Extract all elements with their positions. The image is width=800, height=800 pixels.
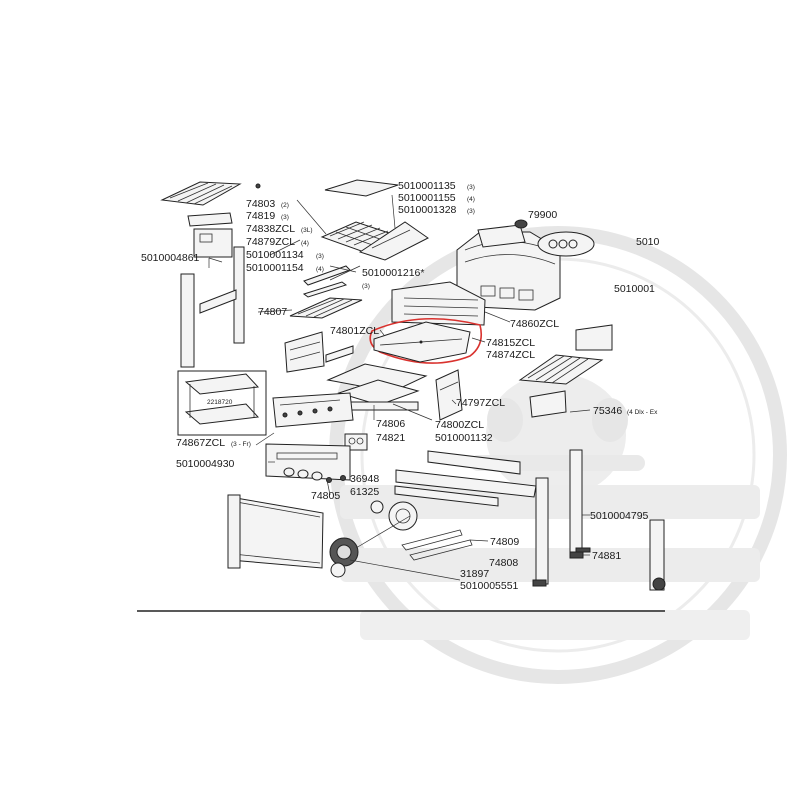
label-5010004930: 5010004930 (176, 458, 235, 470)
label-5010001328: 5010001328 (398, 204, 457, 216)
label-5010001216: 5010001216* (362, 267, 424, 279)
label-74815ZCL: 74815ZCL (486, 337, 535, 349)
qty-75346: (4 Dlx - Ex (627, 409, 658, 416)
label-74808: 74808 (489, 557, 518, 569)
label-31897: 31897 (460, 568, 489, 580)
label-5010001134: 5010001134 (246, 249, 304, 261)
label-5010-cut: 5010 (636, 236, 660, 248)
label-75346: 75346 (593, 405, 622, 417)
label-74867ZCL: 74867ZCL (176, 437, 225, 449)
qty-74879ZCL: (4) (301, 240, 309, 247)
cabinet-door (227, 494, 324, 569)
wheel-assembly (329, 500, 461, 581)
knob-79900 (514, 219, 595, 257)
label-5010001155: 5010001155 (398, 192, 456, 204)
warming-rack (289, 297, 363, 319)
label-5010001132: 5010001132 (435, 432, 493, 444)
lower-cross-bars (394, 450, 537, 507)
qty-5010001134: (3) (316, 253, 324, 260)
label-36948: 36948 (350, 473, 379, 485)
hook-bars (401, 529, 473, 561)
side-shelf-grate-left (160, 181, 242, 227)
qty-5010001154: (4) (316, 266, 324, 273)
label-74879ZCL: 74879ZCL (246, 236, 295, 248)
drip-pan (326, 363, 433, 421)
label-61325: 61325 (350, 486, 379, 498)
label-74881: 74881 (592, 550, 621, 562)
label-5010001-cut: 5010001 (614, 283, 655, 295)
bracket-74797 (435, 369, 463, 421)
label-5010001135: 5010001135 (398, 180, 456, 192)
label-74874ZCL: 74874ZCL (486, 349, 535, 361)
highlighted-part (369, 318, 483, 364)
part-labels: 5010001135 (3) 5010001155 (4) 5010001328… (141, 180, 660, 592)
control-panel (265, 392, 354, 481)
partial-cart (649, 519, 666, 591)
label-5010004861: 5010004861 (141, 252, 200, 264)
label-74800ZCL: 74800ZCL (435, 419, 484, 431)
label-79900: 79900 (528, 209, 557, 221)
label-74806: 74806 (376, 418, 405, 430)
inset-box-2218720 (177, 370, 267, 436)
cooking-grate (320, 221, 429, 261)
qty-5010001216: (3) (362, 283, 370, 290)
label-74801ZCL: 74801ZCL (330, 325, 379, 337)
label-74819: 74819 (246, 210, 275, 222)
qty-74819: (3) (281, 214, 289, 221)
qty-5010001155: (4) (467, 196, 475, 203)
qty-74838ZCL: (3L) (301, 227, 313, 234)
label-74838ZCL: 74838ZCL (246, 223, 295, 235)
label-74807: 74807 (258, 306, 287, 318)
label-74860ZCL: 74860ZCL (510, 318, 559, 330)
fasteners (255, 183, 591, 553)
flavorizer-bars (302, 265, 361, 298)
label-5010004795: 5010004795 (590, 510, 649, 522)
label-2218720: 2218720 (207, 399, 233, 406)
left-bracket (193, 228, 233, 268)
qty-74867ZCL: (3 - Fr) (231, 441, 251, 448)
label-74805: 74805 (311, 490, 340, 502)
left-side-panel (284, 331, 354, 373)
leader-lines (255, 194, 591, 556)
left-leg-frame (180, 246, 245, 368)
qty-5010001135: (3) (467, 184, 475, 191)
label-5010005551: 5010005551 (460, 580, 519, 592)
qty-74803: (2) (281, 202, 289, 209)
label-74797ZCL: 74797ZCL (456, 397, 505, 409)
label-74821: 74821 (376, 432, 405, 444)
label-74803: 74803 (246, 198, 275, 210)
right-leg-frame (532, 449, 584, 587)
qty-5010001328: (3) (467, 208, 475, 215)
grill-lid (391, 224, 561, 326)
right-side-table (518, 324, 613, 418)
label-74809: 74809 (490, 536, 519, 548)
top-plate (324, 179, 399, 197)
label-5010001154: 5010001154 (246, 262, 304, 274)
